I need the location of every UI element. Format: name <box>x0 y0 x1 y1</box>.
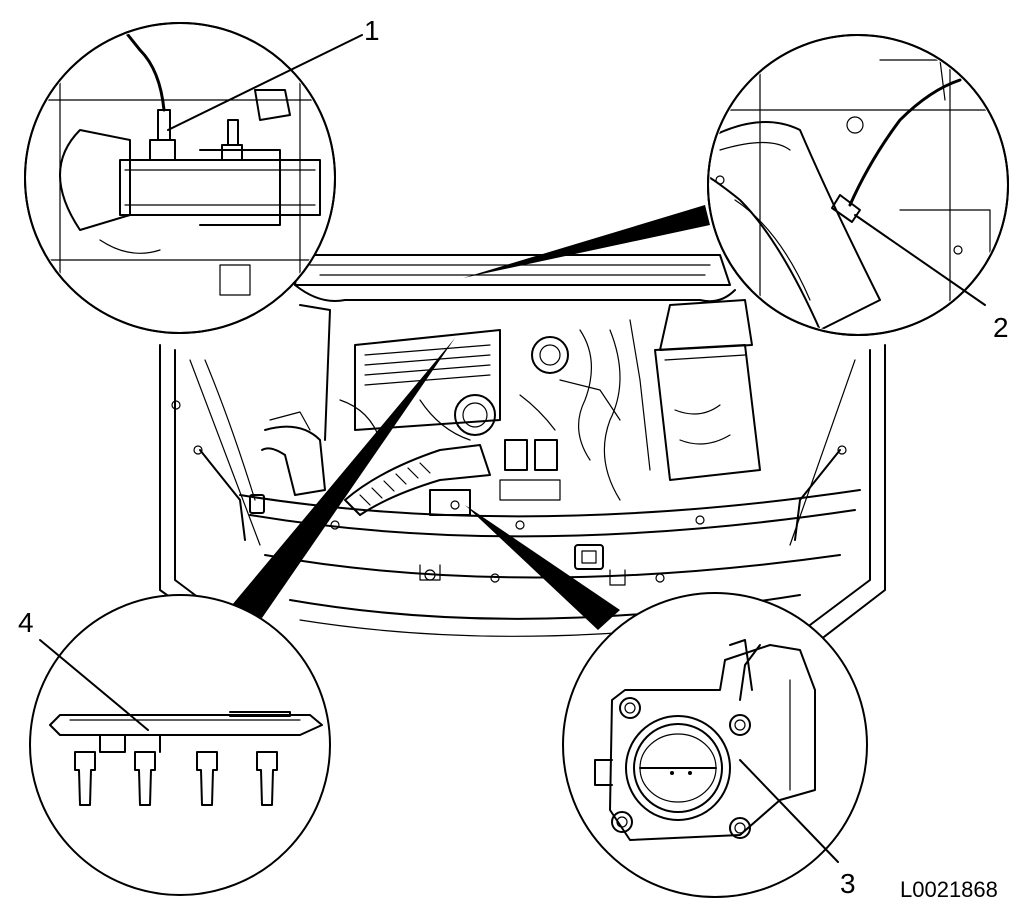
callout-labels: 1 2 3 4 L0021868 <box>18 15 1009 902</box>
reference-code: L0021868 <box>900 877 998 902</box>
coil-plugs <box>74 751 278 806</box>
detail-circle-1 <box>24 22 363 334</box>
callout-2: 2 <box>993 312 1009 343</box>
detail-pointers <box>232 205 710 630</box>
detail-circle-2 <box>707 34 1009 336</box>
callout-4: 4 <box>18 607 34 638</box>
callout-1: 1 <box>364 15 380 46</box>
callout-3: 3 <box>840 868 856 899</box>
detail-circle-4 <box>29 594 331 896</box>
detail-circle-3 <box>562 592 868 898</box>
